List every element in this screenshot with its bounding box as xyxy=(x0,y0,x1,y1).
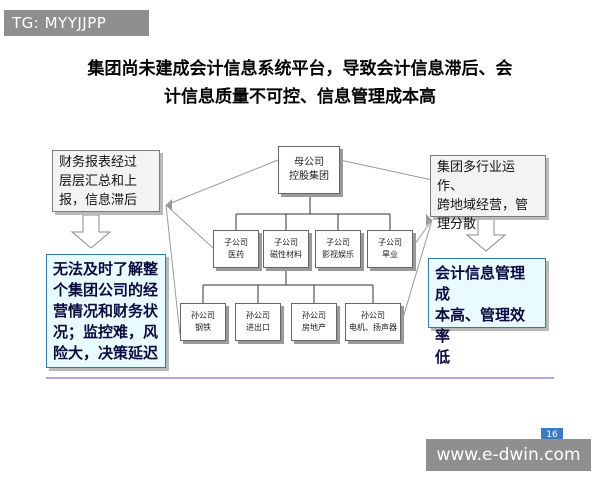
callout-line: 集团多行业运作、 xyxy=(437,160,516,194)
arrowhead-right xyxy=(426,214,432,226)
relation-rays xyxy=(165,159,433,336)
org-node-grandchild-motors: 孙公司 电机、扬声器 xyxy=(345,303,401,341)
slide-title: 集团尚未建成会计信息系统平台，导致会计信息滞后、会 计信息质量不可控、信息管理成… xyxy=(20,55,580,111)
node-line: 旱业 xyxy=(382,250,398,259)
callout-high-cost: 会计信息管理成 本高、管理效率 低 xyxy=(428,258,546,366)
callout-line: 理分散 xyxy=(437,217,477,232)
callout-line: 会计信息管理成 xyxy=(435,264,526,303)
node-line: 电机、扬声器 xyxy=(349,323,397,332)
node-line: 孙公司 xyxy=(302,311,326,320)
node-line: 房地产 xyxy=(302,323,326,332)
callout-line: 跨地域经营，管 xyxy=(437,198,529,213)
node-line: 进出口 xyxy=(246,323,270,332)
callout-line: 报，信息滞后 xyxy=(59,193,138,208)
callout-report-delay: 财务报表经过 层层汇总和上 报，信息滞后 xyxy=(52,150,160,212)
node-line: 孙公司 xyxy=(361,311,385,320)
org-node-grandchild-import-export: 孙公司 进出口 xyxy=(235,303,281,341)
down-arrows xyxy=(70,214,507,252)
channel-tag: TG: MYYJJPP xyxy=(4,10,149,36)
title-line-1: 集团尚未建成会计信息系统平台，导致会计信息滞后、会 xyxy=(87,59,513,79)
callout-line: 本高、管理效率 xyxy=(435,306,526,345)
node-line: 磁性材料 xyxy=(270,250,302,259)
callout-line: 低 xyxy=(435,348,451,366)
callout-line: 财务报表经过 xyxy=(59,155,138,170)
callout-line: 个集团公司的经 xyxy=(53,281,159,299)
callout-line: 营情况和财务状 xyxy=(53,302,159,320)
node-line: 医药 xyxy=(228,250,244,259)
org-node-grandchild-real-estate: 孙公司 房地产 xyxy=(291,303,337,341)
callout-line: 况；监控难，风 xyxy=(53,323,159,341)
org-node-root: 母公司 控股集团 xyxy=(278,146,340,194)
node-line: 子公司 xyxy=(224,238,248,247)
title-line-2: 计信息质量不可控、信息管理成本高 xyxy=(164,87,436,107)
node-line: 子公司 xyxy=(274,238,298,247)
callout-monitoring-risk: 无法及时了解整 个集团公司的经 营情况和财务状 况；监控难，风 险大，决策延迟 xyxy=(46,254,166,368)
node-line: 孙公司 xyxy=(191,311,215,320)
org-node-subsidiary-magnetic: 子公司 磁性材料 xyxy=(263,230,309,268)
node-line: 子公司 xyxy=(326,238,350,247)
org-tree-lines xyxy=(202,196,391,303)
node-line: 影视娱乐 xyxy=(322,250,354,259)
org-node-grandchild-steel: 孙公司 钢铁 xyxy=(180,303,226,341)
arrowhead-left xyxy=(166,199,172,211)
org-node-subsidiary-pharma: 子公司 医药 xyxy=(213,230,259,268)
org-node-subsidiary-other: 子公司 旱业 xyxy=(367,230,413,268)
page-number: 16 xyxy=(541,428,563,442)
callout-line: 无法及时了解整 xyxy=(53,260,159,278)
node-line: 控股集团 xyxy=(289,171,329,182)
callout-line: 险大，决策延迟 xyxy=(53,344,159,362)
callout-dispersed-management: 集团多行业运作、 跨地域经营，管 理分散 xyxy=(430,155,546,232)
node-line: 孙公司 xyxy=(246,311,270,320)
node-line: 钢铁 xyxy=(195,323,211,332)
site-watermark: www.e-dwin.com xyxy=(426,439,591,471)
node-line: 子公司 xyxy=(378,238,402,247)
org-node-subsidiary-film: 子公司 影视娱乐 xyxy=(315,230,361,268)
node-line: 母公司 xyxy=(294,157,324,168)
callout-line: 层层汇总和上 xyxy=(59,174,138,189)
